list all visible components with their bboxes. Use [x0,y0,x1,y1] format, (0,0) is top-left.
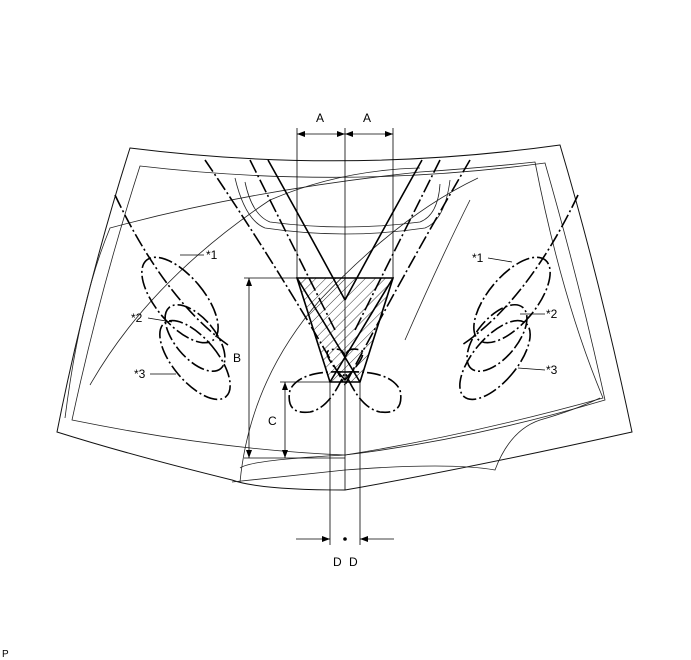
right-sweep-line-2 [354,159,441,331]
dim-d-right-label: D [349,555,358,569]
right-arc-line [461,194,579,346]
callout-2-left: *2 [131,311,143,325]
callout-3-left: *3 [134,367,146,381]
callout-1-left: *1 [206,248,218,262]
windshield-inner-outline [71,162,606,456]
callout-1-right-leader [487,257,513,263]
callout-3-right-leader [517,367,546,371]
dimension-c [280,381,330,458]
dimension-a [296,128,394,490]
callout-2-left-leader [147,317,173,323]
corner-mark: P [2,649,9,660]
right-ellipse-3 [459,319,531,401]
center-lower-left-lobe [288,371,346,414]
tilted-glass-curve-2 [404,199,471,341]
dim-a-right-label: A [363,111,371,125]
center-overlap-lines [296,277,394,383]
right-ellipse-2 [466,303,528,373]
center-lower-right-lobe [344,371,402,414]
dim-c-label: C [268,414,277,428]
right-ellipse-1 [473,256,551,344]
callout-3-right: *3 [546,363,558,377]
callout-2-right: *2 [546,307,558,321]
left-arc-line [114,194,229,346]
callout-1-right: *1 [472,251,484,265]
left-ellipse-3 [159,319,231,401]
dim-d-left-label: D [333,555,342,569]
tilted-glass-outline [64,161,604,469]
left-sweep-line-3 [267,159,346,301]
dimension-d [296,382,394,545]
dim-b-label: B [233,351,241,365]
left-inner-curve [89,167,421,386]
tilted-glass-bottom [231,397,601,483]
left-ellipse-1 [141,256,219,344]
dimension-b [244,277,345,459]
right-sweep-line-3 [344,159,423,301]
right-sweep-line-1 [344,159,471,386]
left-sweep-line-2 [249,159,336,331]
windshield-outer-outline [56,144,633,491]
center-lobe-left [326,348,364,381]
dim-a-left-label: A [316,111,324,125]
left-ellipse-2 [164,303,226,373]
